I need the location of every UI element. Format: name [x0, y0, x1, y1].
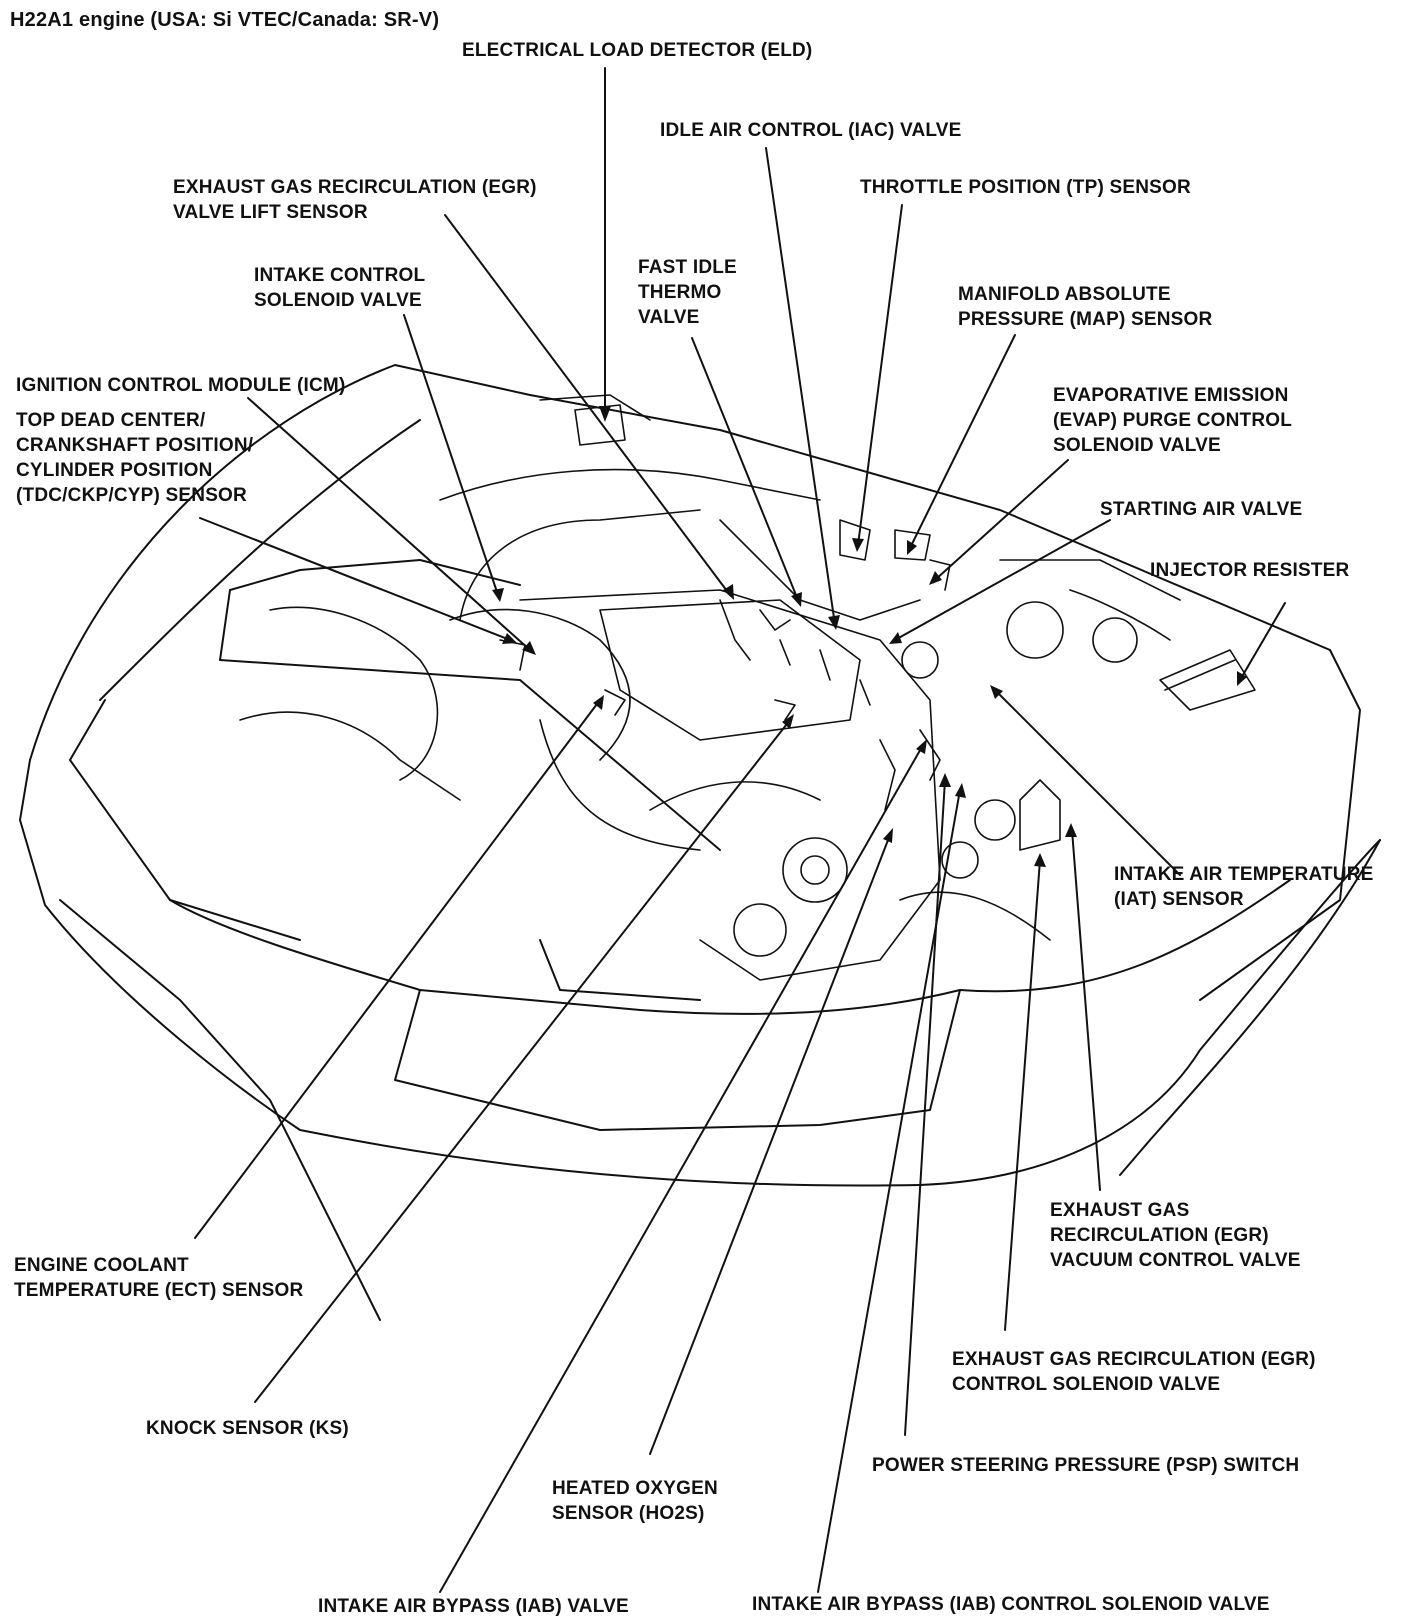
label-icm: IGNITION CONTROL MODULE (ICM) [16, 375, 346, 396]
car-body-outline [19, 364, 1381, 1321]
label-evap-purge-control-solenoid: EVAPORATIVE EMISSION (EVAP) PURGE CONTRO… [1053, 385, 1293, 456]
label-ho2s: HEATED OXYGEN SENSOR (HO2S) [552, 1478, 718, 1524]
label-starting-air-valve: STARTING AIR VALVE [1100, 499, 1303, 520]
diagram-title: H22A1 engine (USA: Si VTEC/Canada: SR-V) [10, 9, 440, 31]
label-iac-valve: IDLE AIR CONTROL (IAC) VALVE [660, 120, 962, 141]
leader-lines [194, 67, 1286, 1593]
label-iat-sensor: INTAKE AIR TEMPERATURE (IAT) SENSOR [1114, 864, 1374, 910]
label-ect-sensor: ENGINE COOLANT TEMPERATURE (ECT) SENSOR [14, 1255, 304, 1301]
label-injector-resister: INJECTOR RESISTER [1150, 560, 1350, 581]
engine-detail [239, 394, 1256, 981]
label-tdc-ckp-cyp-sensor: TOP DEAD CENTER/ CRANKSHAFT POSITION/ CY… [16, 410, 254, 506]
label-intake-control-solenoid: INTAKE CONTROL SOLENOID VALVE [254, 265, 426, 311]
label-fast-idle-thermo-valve: FAST IDLE THERMO VALVE [638, 257, 737, 328]
label-egr-vacuum-control-valve: EXHAUST GAS RECIRCULATION (EGR) VACUUM C… [1050, 1200, 1301, 1271]
label-egr-control-solenoid: EXHAUST GAS RECIRCULATION (EGR) CONTROL … [952, 1349, 1316, 1395]
label-eld: ELECTRICAL LOAD DETECTOR (ELD) [462, 40, 813, 61]
label-psp-switch: POWER STEERING PRESSURE (PSP) SWITCH [872, 1455, 1300, 1476]
arrow-heads [492, 406, 1247, 867]
label-knock-sensor: KNOCK SENSOR (KS) [146, 1418, 349, 1439]
label-map-sensor: MANIFOLD ABSOLUTE PRESSURE (MAP) SENSOR [958, 284, 1213, 330]
label-iab-control-solenoid: INTAKE AIR BYPASS (IAB) CONTROL SOLENOID… [752, 1594, 1270, 1615]
label-egr-valve-lift-sensor: EXHAUST GAS RECIRCULATION (EGR) VALVE LI… [173, 177, 537, 223]
label-tp-sensor: THROTTLE POSITION (TP) SENSOR [860, 177, 1191, 198]
label-iab-valve: INTAKE AIR BYPASS (IAB) VALVE [318, 1596, 629, 1617]
